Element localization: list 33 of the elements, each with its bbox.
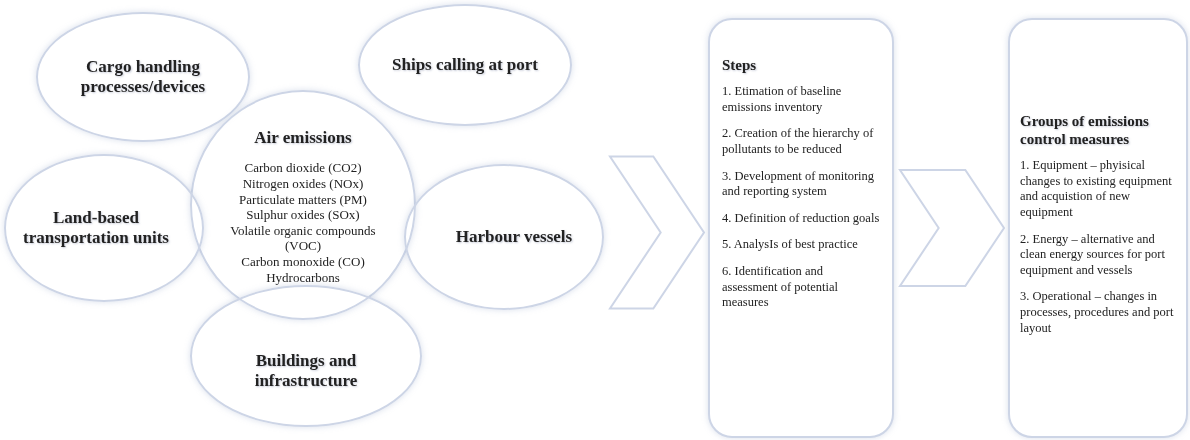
list-item: 3. Operational – changes in processes, procedures and port layout	[1020, 289, 1175, 337]
chevron-arrow	[608, 155, 706, 310]
rounded-box	[708, 18, 894, 438]
node-title: Ships calling at port	[392, 54, 538, 76]
node-title: Land-based transportation units	[22, 207, 170, 249]
list-item: 5. AnalysIs of best practice	[722, 237, 859, 253]
ellipse-node	[190, 285, 422, 427]
ellipse-node	[4, 154, 204, 302]
list-item: Sulphur oxides (SOx)	[246, 207, 360, 223]
node-title: Cargo handling processes/devices	[79, 56, 207, 98]
list-item: 4. Definition of reduction goals	[722, 210, 880, 227]
list-item: Nitrogen oxides (NOx)	[242, 176, 364, 192]
list-item: 2. Energy – alternative and clean energy sources for port equipment and vessels	[1020, 231, 1166, 279]
ellipse-node	[36, 12, 250, 142]
node-title: Groups of emissions control measures	[1020, 112, 1150, 148]
rounded-box	[1008, 18, 1188, 438]
list-item: Hydrocarbons	[266, 269, 340, 286]
list-item: Carbon dioxide (CO2)	[244, 160, 362, 176]
list-item: 1. Etimation of baseline emissions inventory	[722, 84, 843, 116]
ellipse-node	[358, 4, 572, 126]
node-title: Buildings and infrastructure	[253, 350, 359, 392]
ellipse-node	[404, 164, 604, 310]
list-item: Carbon monoxide (CO)	[241, 253, 365, 270]
chevron-arrow	[898, 169, 1006, 287]
list-item: Volatile organic compounds (VOC)	[229, 222, 377, 254]
list-item: 2. Creation of the hierarchy of pollutants to be reduced	[722, 126, 875, 158]
node-title: Harbour vessels	[455, 226, 573, 248]
list-item: 1. Equipment – phyisical changes to existing equipment and acquistion of new equipment	[1020, 158, 1173, 221]
node-title: Steps	[722, 56, 758, 74]
node-title: Air emissions	[254, 128, 352, 149]
list-item: 6. Identification and assessment of potential measures	[722, 264, 839, 311]
list-item: Particulate matters (PM)	[239, 191, 367, 208]
list-item: 3. Development of monitoring and reporting system	[722, 168, 876, 200]
